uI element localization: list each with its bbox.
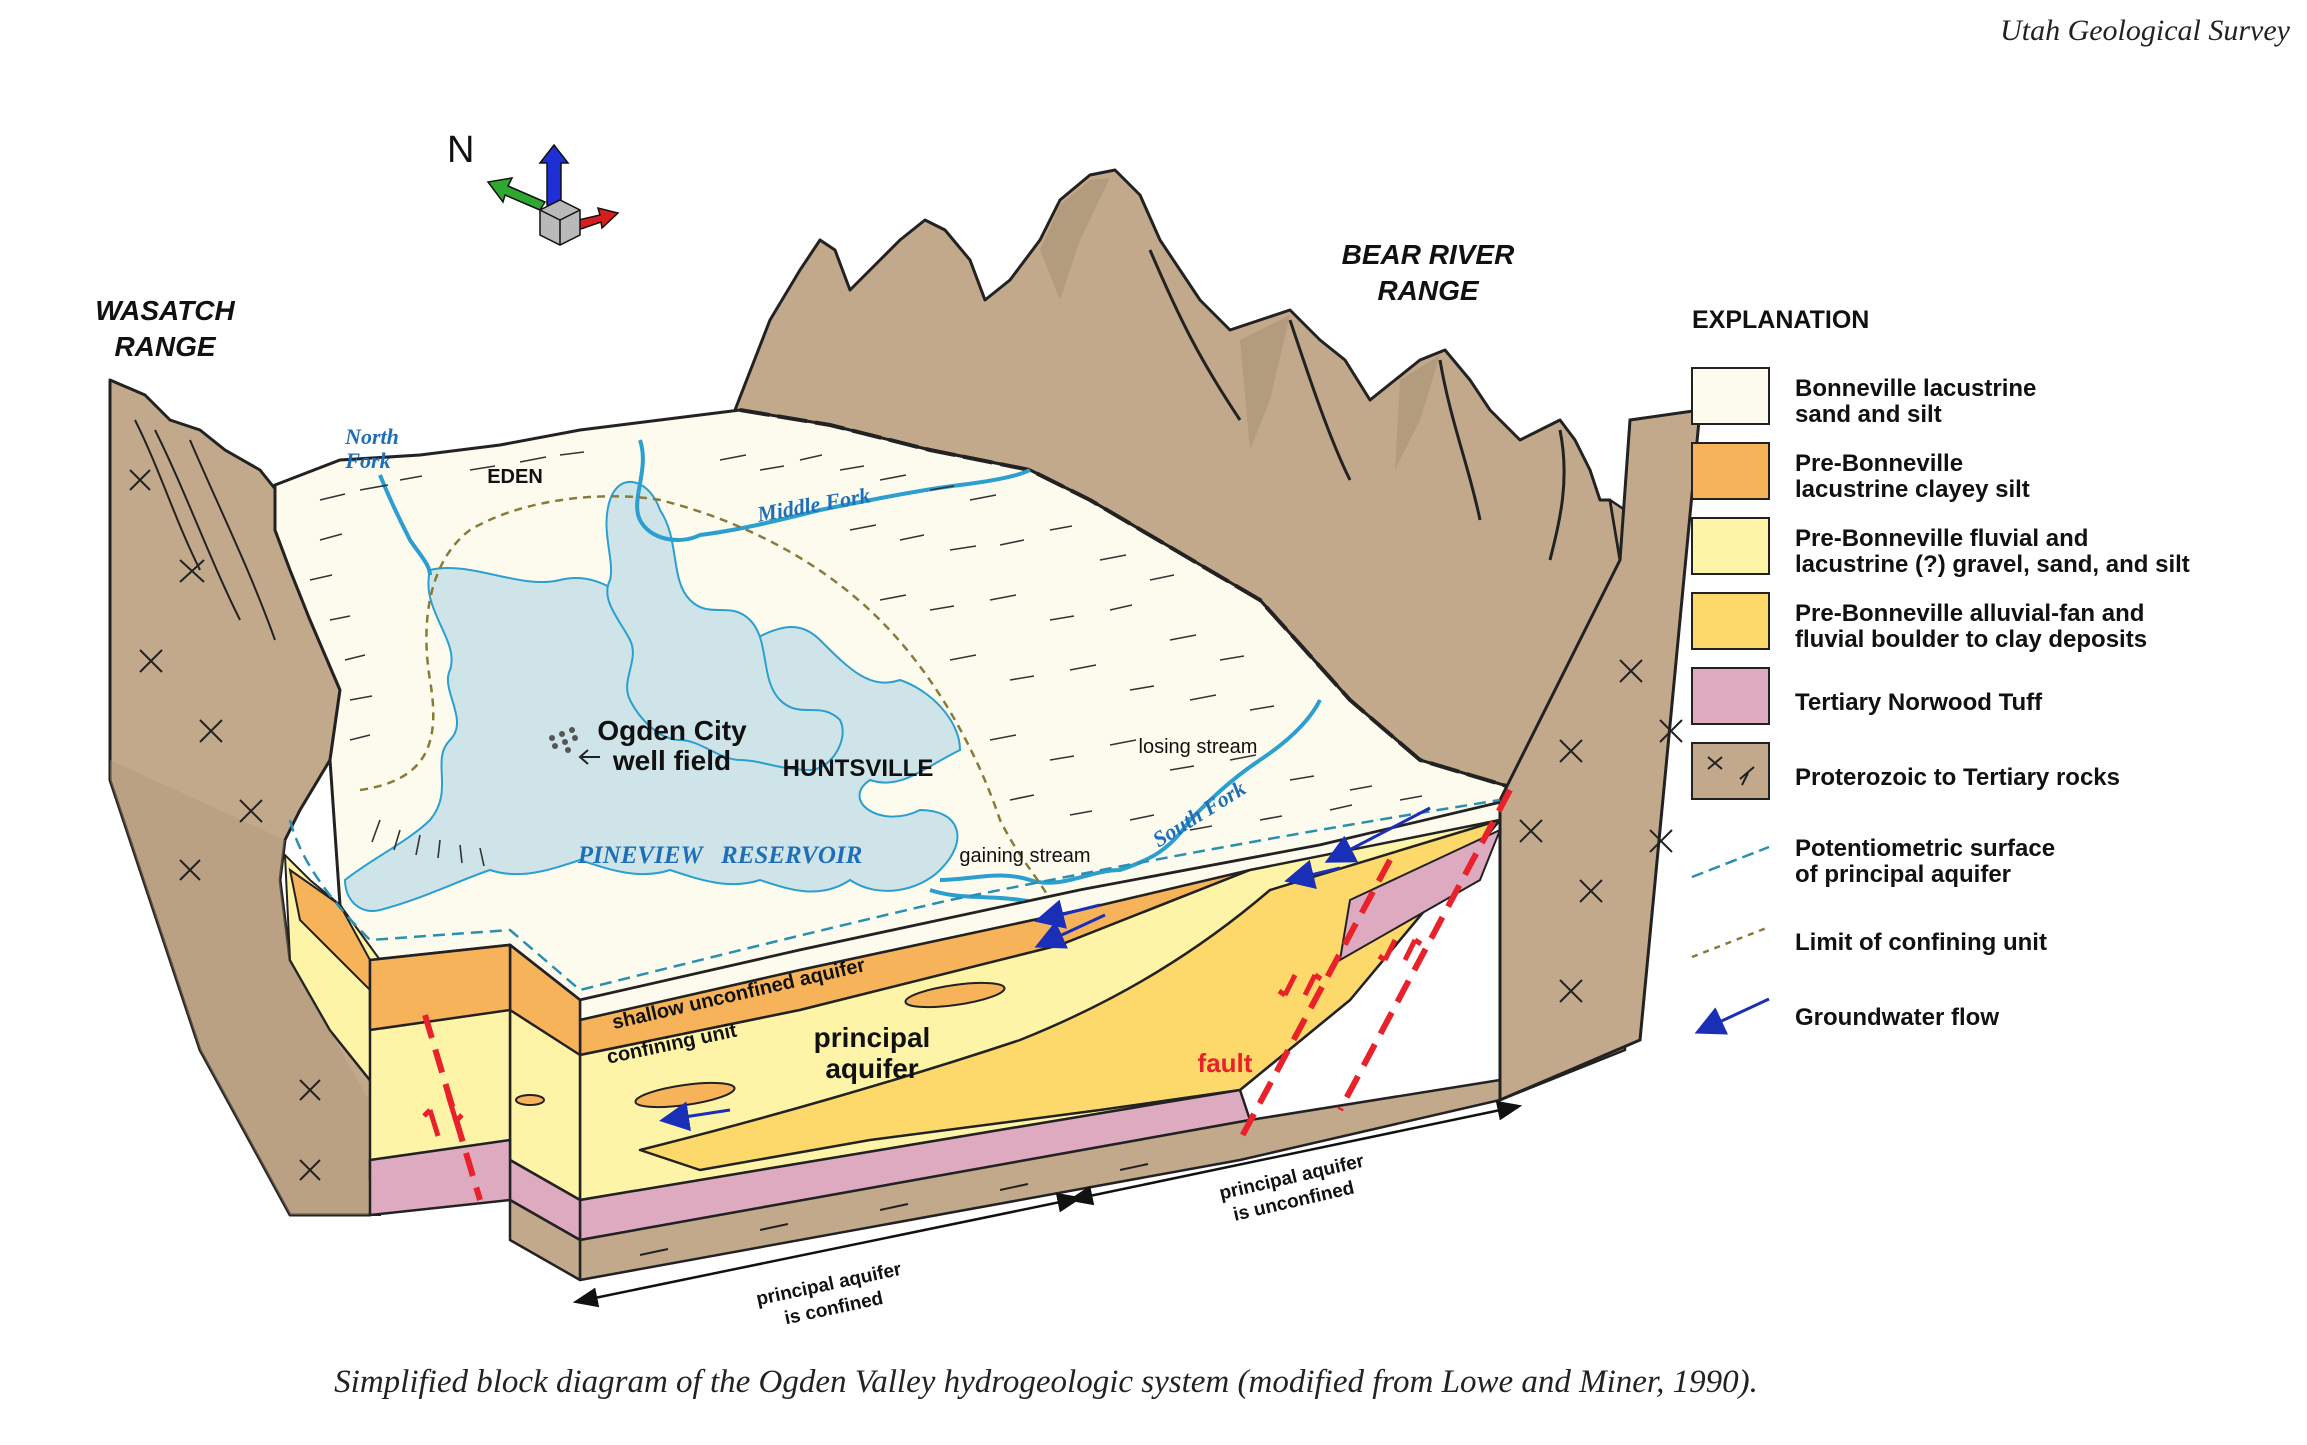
north-fork-label-1: North xyxy=(344,424,399,449)
fault-label: fault xyxy=(1198,1048,1253,1078)
figure-caption: Simplified block diagram of the Ogden Va… xyxy=(334,1364,1758,1400)
legend-swatch xyxy=(1692,443,1769,499)
north-fork-label-2: Fork xyxy=(344,448,390,473)
legend-row: Tertiary Norwood Tuff xyxy=(1692,668,2043,724)
compass: N xyxy=(447,129,618,245)
legend-label: lacustrine (?) gravel, sand, and silt xyxy=(1795,551,2190,578)
legend-label: Pre-Bonneville xyxy=(1795,450,1963,477)
legend-label: Limit of confining unit xyxy=(1795,929,2047,956)
compass-up-arrow xyxy=(540,145,568,205)
legend-label: Potentiometric surface xyxy=(1795,835,2055,862)
well-field-label-1: Ogden City xyxy=(597,715,747,746)
legend-row: Limit of confining unit xyxy=(1692,927,2047,957)
legend-label: Proterozoic to Tertiary rocks xyxy=(1795,764,2120,791)
eden-label: EDEN xyxy=(487,466,543,488)
north-label: N xyxy=(447,129,474,171)
bear-river-label-2: RANGE xyxy=(1377,275,1479,306)
credit-text: Utah Geological Survey xyxy=(2000,14,2291,47)
legend-label: fluvial boulder to clay deposits xyxy=(1795,626,2147,653)
legend-swatch xyxy=(1692,593,1769,649)
wasatch-label-2: RANGE xyxy=(114,331,216,362)
explanation-title: EXPLANATION xyxy=(1692,306,1869,334)
wasatch-label-1: WASATCH xyxy=(95,295,235,326)
legend-swatch xyxy=(1692,518,1769,574)
legend-label: Tertiary Norwood Tuff xyxy=(1795,689,2043,716)
losing-stream-label: losing stream xyxy=(1139,736,1258,758)
groundwater-flow-legend-icon xyxy=(1700,999,1769,1031)
legend-label: Groundwater flow xyxy=(1795,1004,1999,1031)
legend-swatch xyxy=(1692,368,1769,424)
bear-river-label-1: BEAR RIVER xyxy=(1342,239,1515,270)
legend-label: lacustrine clayey silt xyxy=(1795,476,2030,503)
legend-swatch xyxy=(1692,743,1769,799)
well-field-label-2: well field xyxy=(612,745,731,776)
legend-row: Groundwater flow xyxy=(1700,999,1999,1031)
legend-line-symbol xyxy=(1692,847,1769,877)
reservoir-label: PINEVIEW RESERVOIR xyxy=(577,842,863,869)
huntsville-label: HUNTSVILLE xyxy=(783,755,934,782)
legend-label: of principal aquifer xyxy=(1795,861,2011,888)
legend-label: Pre-Bonneville alluvial-fan and xyxy=(1795,600,2144,627)
legend-line-symbol xyxy=(1692,927,1769,957)
legend-label: Pre-Bonneville fluvial and xyxy=(1795,525,2088,552)
gaining-stream-label: gaining stream xyxy=(959,845,1090,867)
legend-row: Proterozoic to Tertiary rocks xyxy=(1692,743,2120,799)
legend-label: sand and silt xyxy=(1795,401,1942,428)
compass-north-arrow xyxy=(488,178,545,210)
legend-swatch xyxy=(1692,668,1769,724)
principal-aquifer-label-2: aquifer xyxy=(825,1053,918,1084)
legend-label: Bonneville lacustrine xyxy=(1795,375,2036,402)
principal-aquifer-label-1: principal xyxy=(814,1022,931,1053)
